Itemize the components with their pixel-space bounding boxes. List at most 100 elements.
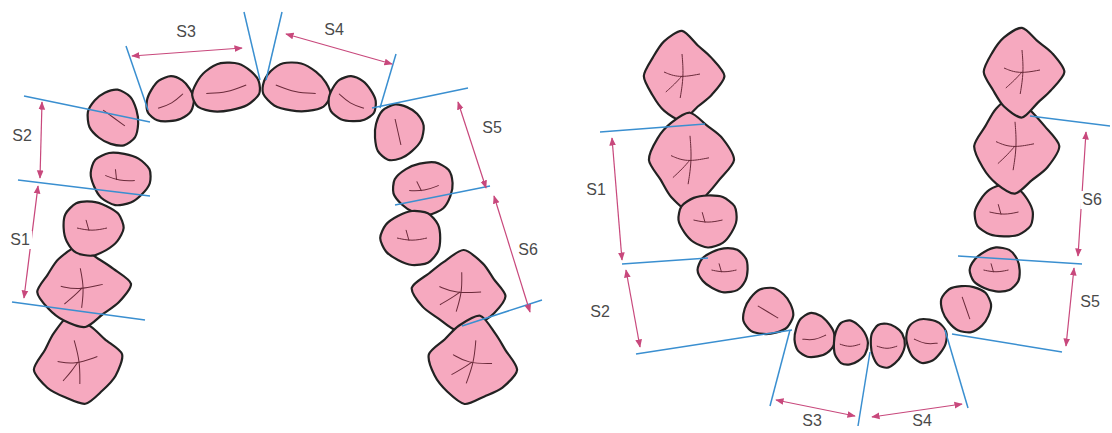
tooth-fissure [990,212,1019,214]
tooth-fissure [1004,68,1040,72]
tooth [421,308,525,412]
tooth [678,195,736,247]
tooth-fissure [206,85,246,96]
tooth-fissure [440,290,460,306]
segment-label: S5 [1078,293,1102,311]
tooth-fissure [63,288,83,304]
tooth [970,247,1020,291]
tooth-fissure [998,204,1001,214]
tooth-fissure [451,359,472,378]
segment-line [24,96,150,122]
tooth [408,246,509,335]
segment-label: S6 [1080,191,1104,209]
tooth [984,28,1065,118]
segment-label: S3 [800,412,824,430]
tooth-outline [678,195,736,247]
tooth-fissure [1006,72,1022,88]
tooth-fissure [984,270,1009,272]
tooth [64,202,124,256]
tooth-outline [408,246,509,335]
dimension-arrow [132,48,242,56]
tooth [259,57,336,118]
tooth-outline [834,320,868,364]
tooth-outline [790,310,837,360]
tooth-fissure [694,220,723,222]
tooth-fissure [406,230,409,241]
dimension-arrow [1066,268,1074,346]
tooth-fissure [702,212,705,222]
tooth [86,149,154,211]
tooth-fissure [77,228,107,230]
segment-line [380,54,396,108]
tooth-outline [86,149,154,211]
tooth-fissure [60,362,81,381]
tooth-fissure [758,301,778,323]
tooth-outline [871,324,905,368]
segment-line [244,12,260,80]
tooth-outline [366,99,430,168]
tooth-fissure [914,339,938,345]
tooth [644,31,725,121]
tooth-fissure [275,85,315,96]
segment-line [266,12,282,80]
tooth-fissure [409,185,439,192]
tooth-fissure [664,72,700,76]
segment-line [462,300,542,326]
tooth-outline [644,31,725,121]
tooth-fissure [719,263,722,272]
tooth-fissure [439,287,481,295]
tooth-fissure [712,270,737,272]
segment-line [770,330,790,406]
segment-label: S4 [910,412,934,430]
segment-label: S1 [584,181,608,199]
segment-label: S2 [10,127,34,145]
tooth [902,316,949,366]
tooth [975,184,1033,236]
tooth-fissure [61,283,103,291]
tooth-outline [902,316,949,366]
tooth-fissure [802,335,826,341]
dimension-arrow [40,102,42,178]
tooth-fissure [417,181,422,192]
segment-label: S5 [480,119,504,137]
tooth-fissure [105,175,135,182]
tooth-fissure [956,297,976,319]
tooth-outline [970,247,1020,291]
tooth-fissure [114,169,119,180]
tooth-outline [259,57,336,118]
tooth-outline [421,308,525,412]
segment-line [952,334,1062,352]
dimension-arrow [626,270,640,347]
segment-line [395,186,490,205]
tooth-outline [187,56,264,117]
tooth-outline [137,69,201,131]
tooth-fissure [996,142,1034,147]
tooth [137,69,201,131]
tooth-fissure [998,146,1015,164]
segment-label: S1 [8,231,32,249]
tooth-fissure [877,346,897,348]
segment-label: S2 [588,303,612,321]
tooth-fissure [387,119,408,145]
tooth-fissure [86,220,89,231]
tooth-outline [698,248,748,292]
tooth-fissure [991,263,994,272]
segment-line [636,330,792,354]
tooth [834,320,868,364]
segment-line [12,302,145,320]
tooth [790,310,837,360]
segment-line [958,256,1082,264]
segment-line [858,352,870,426]
tooth-fissure [666,76,682,92]
segment-label: S4 [322,21,346,39]
tooth-fissure [671,156,709,161]
dimension-arrow [612,138,622,260]
segment-label: S6 [516,241,540,259]
tooth-fissure [338,94,364,110]
segment-line [1030,116,1110,126]
tooth-fissure [103,105,125,131]
tooth-outline [975,184,1033,236]
tooth-fissure [158,94,184,110]
